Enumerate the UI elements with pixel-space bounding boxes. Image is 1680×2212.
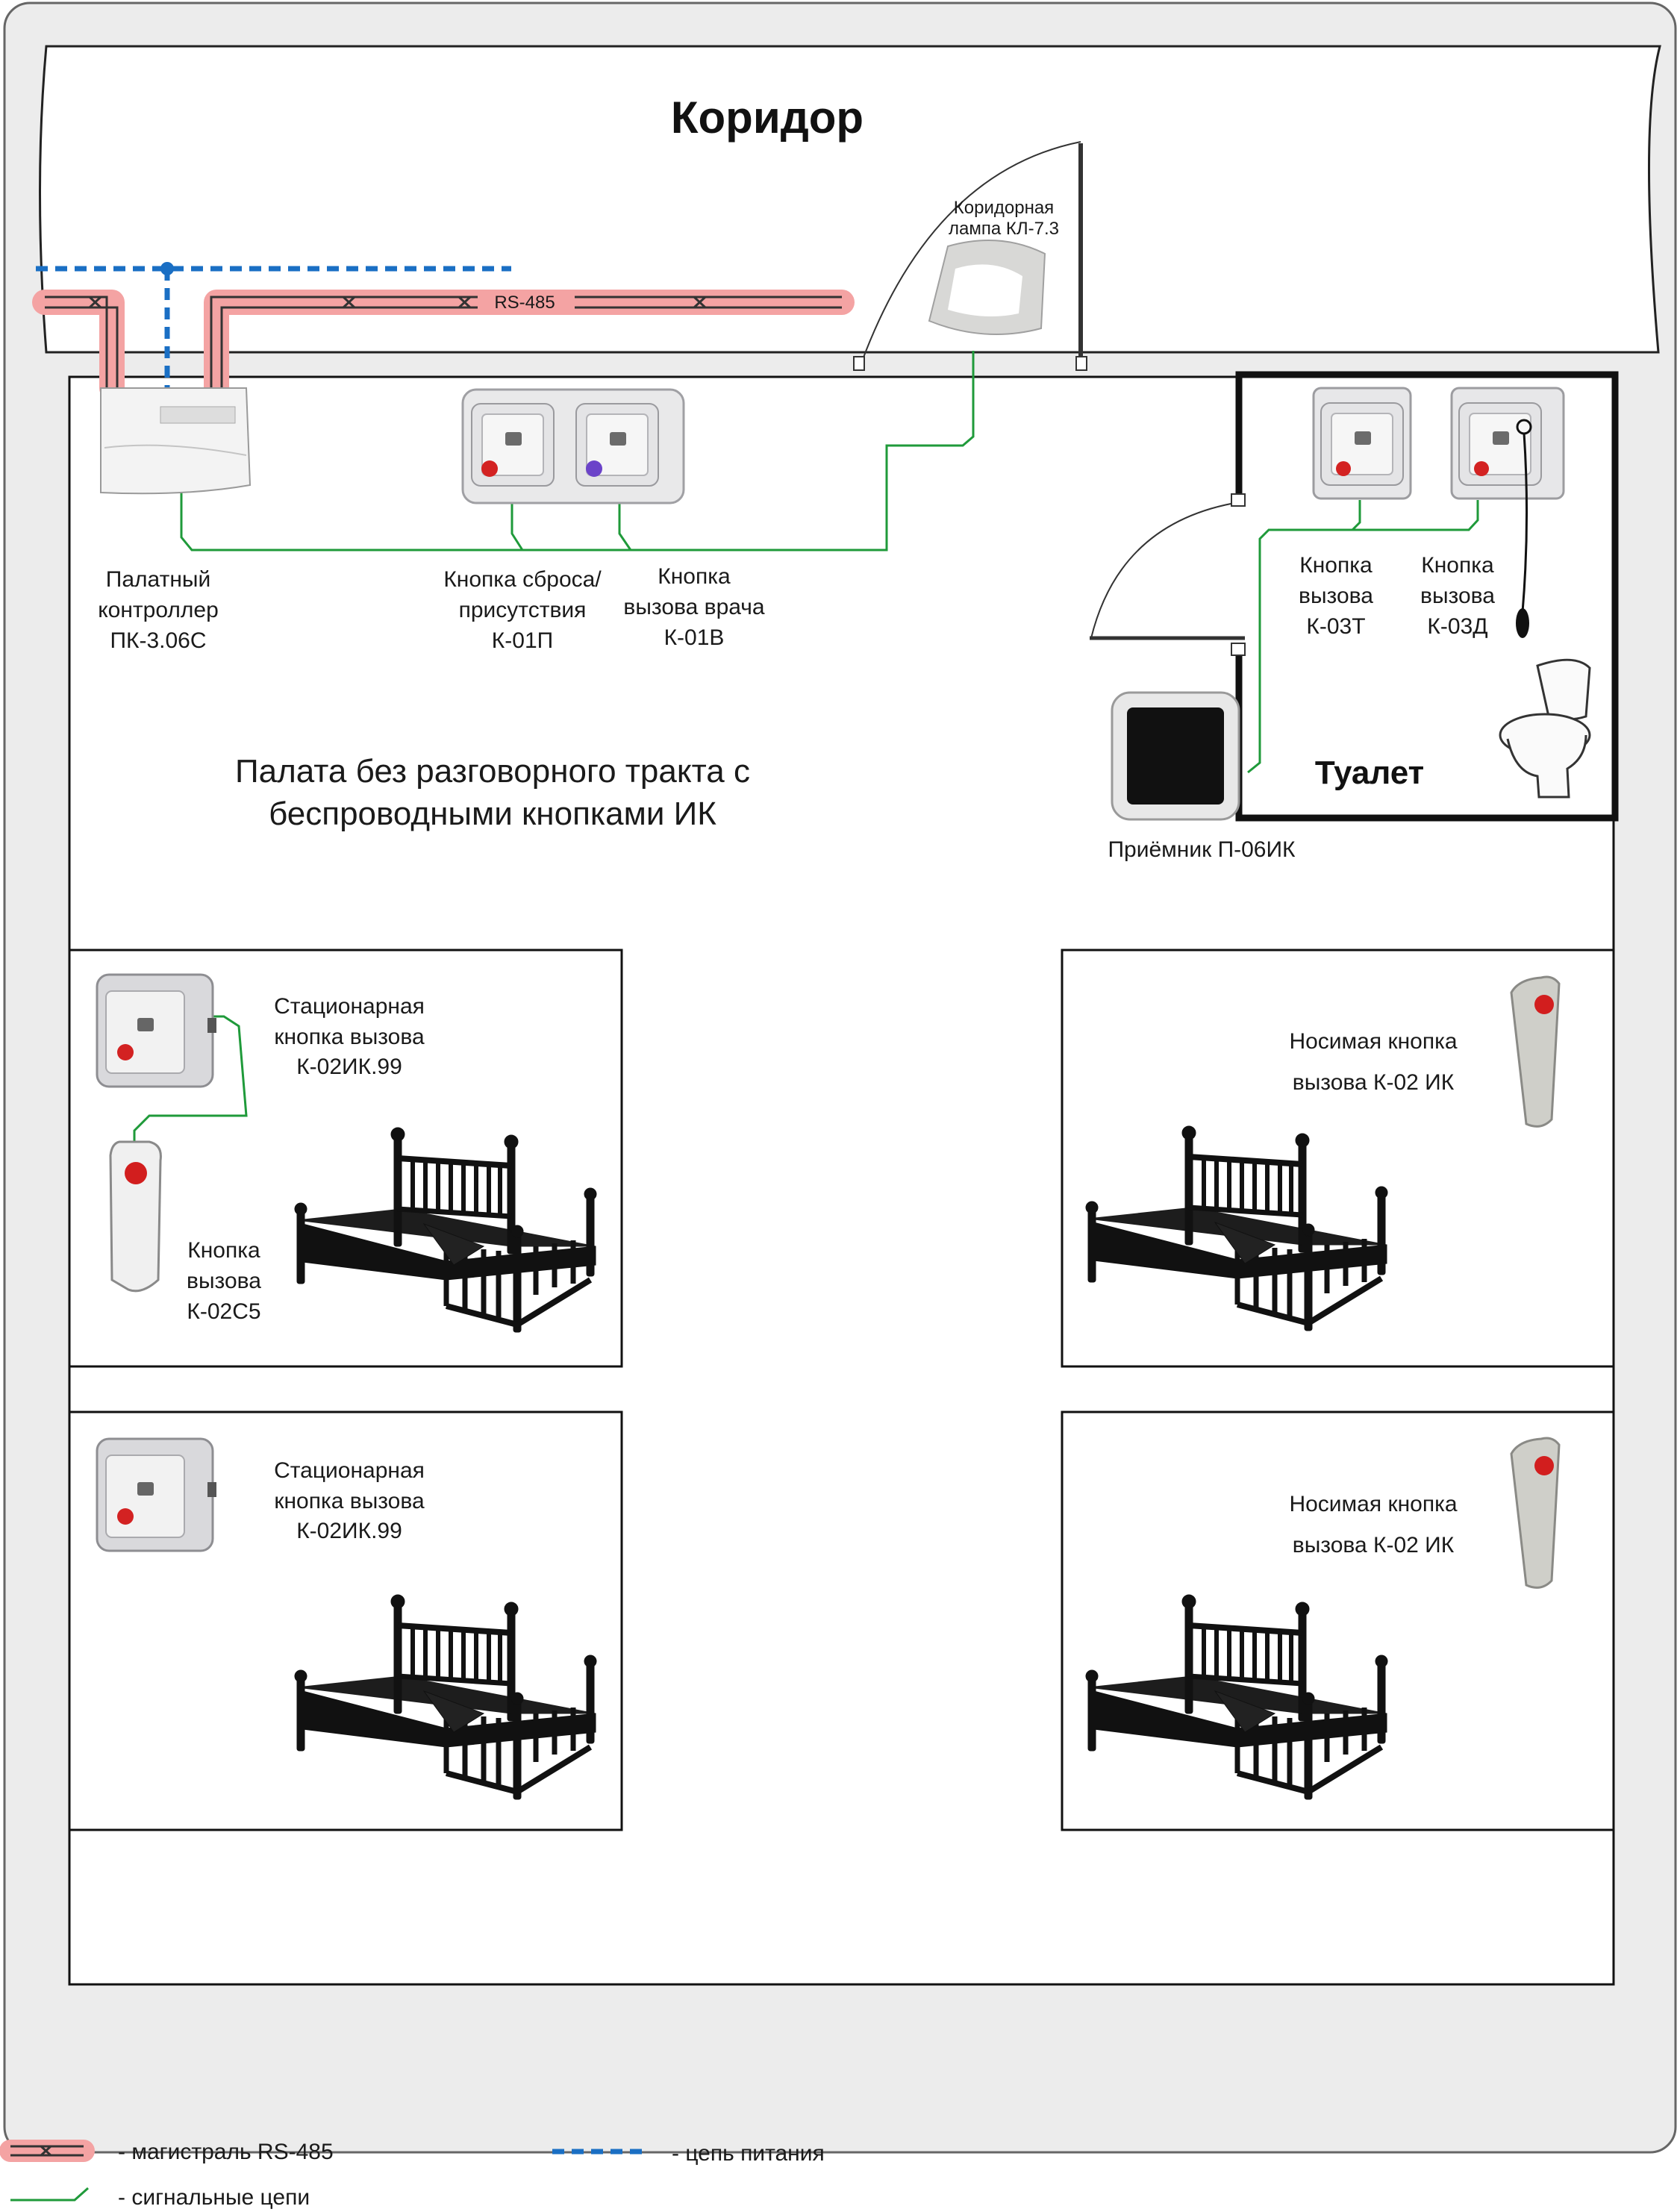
power-line — [36, 266, 511, 390]
controller-label-line-1: Палатный — [106, 567, 210, 592]
reset-button-label-line-2: присутствия — [459, 598, 587, 622]
bed-zone-top-left: Стационарная кнопка вызова К-02ИК.99 Кно… — [68, 949, 623, 1368]
toilet-d-label-line-1: Кнопка — [1421, 553, 1494, 578]
wired-label-line-1: Кнопка — [187, 1238, 260, 1263]
toilet-t-label-line-2: вызова — [1299, 584, 1373, 608]
legend-rs485-swatch — [0, 2140, 95, 2162]
wired-call-button-icon — [109, 1140, 162, 1293]
stationary-label-2-line-3: К-02ИК.99 — [296, 1519, 402, 1543]
pull-cord-icon — [1521, 432, 1528, 613]
wired-label-line-2: вызова — [187, 1269, 261, 1293]
corridor-lamp-icon — [928, 240, 1046, 335]
reset-button-label-line-3: К-01П — [492, 628, 553, 653]
rs485-bus-label: RS-485 — [494, 293, 555, 313]
toilet-t-label-line-3: К-03Т — [1306, 614, 1365, 639]
bed-zone-bottom-left: Стационарная кнопка вызова К-02ИК.99 — [68, 1410, 623, 1831]
receiver-label: Приёмник П-06ИК — [1108, 837, 1296, 862]
power-junction-dot — [160, 262, 174, 275]
doctor-button-label-line-1: Кнопка — [658, 564, 731, 589]
ward-controller-icon — [100, 387, 252, 495]
lamp-label-line-2: лампа КЛ-7.3 — [949, 219, 1059, 239]
bed-zone-top-right: Носимая кнопка вызова К-02 ИК — [1061, 949, 1615, 1368]
controller-label-line-2: контроллер — [98, 598, 219, 622]
wearable-label-1-line-1: Носимая кнопка — [1289, 1029, 1457, 1054]
toilet-title: Туалет — [1315, 754, 1424, 791]
legend: - магистраль RS-485 - цепь питания - сиг… — [0, 2140, 825, 2210]
rs485-bus — [32, 290, 855, 401]
reset-button-label-line-1: Кнопка сброса/ — [443, 567, 602, 592]
doctor-icon — [586, 460, 602, 477]
bed-zone-bottom-right: Носимая кнопка вызова К-02 ИК — [1061, 1410, 1615, 1831]
toilet-d-label-line-3: К-03Д — [1427, 614, 1487, 639]
wired-label-line-3: К-02С5 — [187, 1299, 260, 1324]
stationary-label-1-line-3: К-02ИК.99 — [296, 1055, 402, 1079]
stationary-label-1-line-2: кнопка вызова — [274, 1025, 425, 1049]
signal-lines — [133, 351, 1479, 1142]
toilet-d-label-line-2: вызова — [1420, 584, 1495, 608]
reset-and-doctor-button-block — [461, 388, 685, 504]
room-title-line-1: Палата без разговорного тракта с — [235, 753, 750, 790]
legend-signal-swatch — [10, 2187, 89, 2202]
stationary-label-2-line-1: Стационарная — [274, 1458, 425, 1483]
toilet-t-label-line-1: Кнопка — [1299, 553, 1373, 578]
doctor-button-label-line-2: вызова врача — [623, 595, 765, 619]
lamp-label-line-1: Коридорная — [954, 198, 1054, 218]
corridor-title: Коридор — [671, 93, 864, 143]
legend-power-label: - цепь питания — [672, 2141, 825, 2166]
toilet-bowl-icon — [1499, 658, 1591, 799]
wearable-label-2-line-2: вызова К-02 ИК — [1293, 1533, 1455, 1558]
stationary-label-2-line-2: кнопка вызова — [274, 1489, 425, 1513]
stationary-label-1-line-1: Стационарная — [274, 994, 425, 1019]
wearable-label-2-line-1: Носимая кнопка — [1289, 1492, 1457, 1516]
controller-label-line-3: ПК-3.06С — [110, 628, 206, 653]
legend-signal-label: - сигнальные цепи — [118, 2185, 310, 2210]
room-title-line-2: беспроводными кнопками ИК — [269, 796, 716, 832]
nurse-icon — [481, 460, 498, 477]
ir-receiver-icon — [1111, 691, 1240, 821]
legend-rs485-label: - магистраль RS-485 — [118, 2140, 334, 2164]
wearable-label-1-line-2: вызова К-02 ИК — [1293, 1070, 1455, 1095]
toilet-call-button-t — [1312, 387, 1412, 500]
toilet-call-button-d — [1450, 387, 1565, 638]
doctor-button-label-line-3: К-01В — [664, 625, 725, 650]
